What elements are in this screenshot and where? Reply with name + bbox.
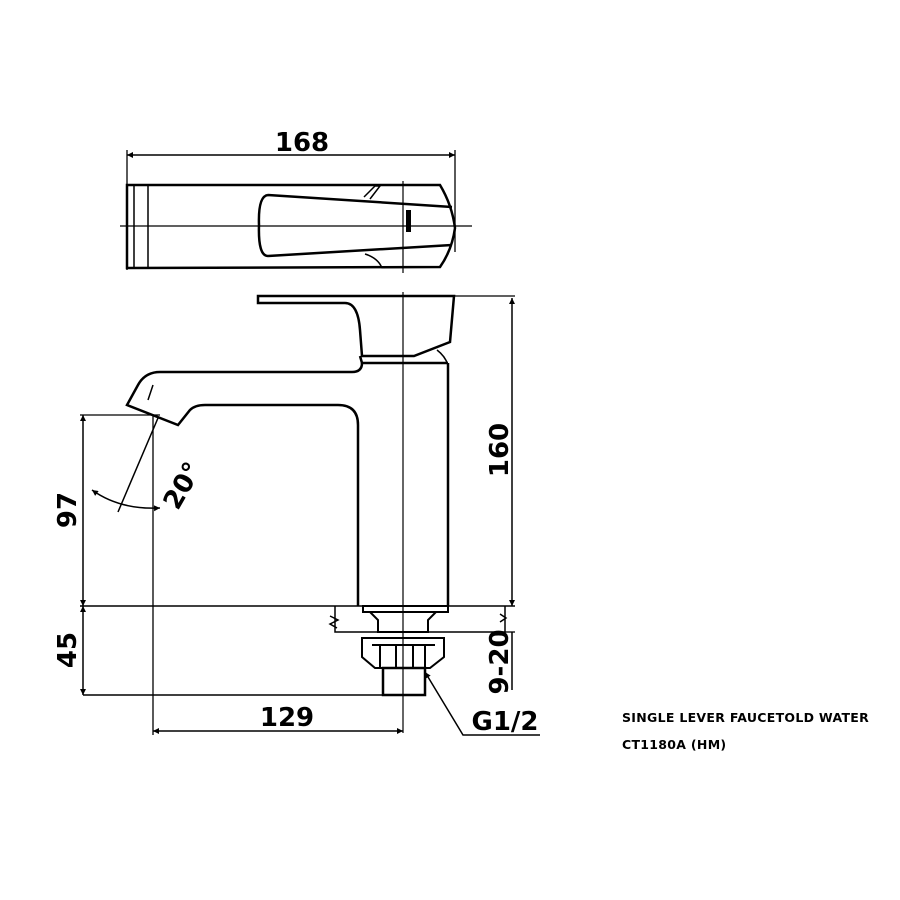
dim-97: 97 <box>53 492 83 528</box>
title-line-1: SINGLE LEVER FAUCETOLD WATER <box>622 710 870 725</box>
dim-129: 129 <box>260 703 314 733</box>
side-view <box>80 292 540 736</box>
top-view-body <box>125 183 457 270</box>
dim-20-degrees: 20° <box>158 457 209 515</box>
connection-pipe <box>381 666 427 697</box>
faucet-body <box>358 355 450 606</box>
brand-logo-mark <box>406 210 411 232</box>
top-view <box>120 150 472 273</box>
lever <box>256 294 456 358</box>
dim-g12: G1/2 <box>471 707 538 737</box>
dim-9-20: 9-20 <box>485 629 515 694</box>
dim-168: 168 <box>275 128 329 158</box>
g12-leader <box>424 671 540 736</box>
spout <box>125 362 364 606</box>
hex-nut <box>361 637 445 669</box>
title-line-2: CT1180A (HM) <box>622 737 727 752</box>
dim-45: 45 <box>53 632 83 668</box>
dim-160: 160 <box>485 423 515 477</box>
angle-20-arc <box>91 489 161 512</box>
top-view-handle <box>257 193 453 258</box>
